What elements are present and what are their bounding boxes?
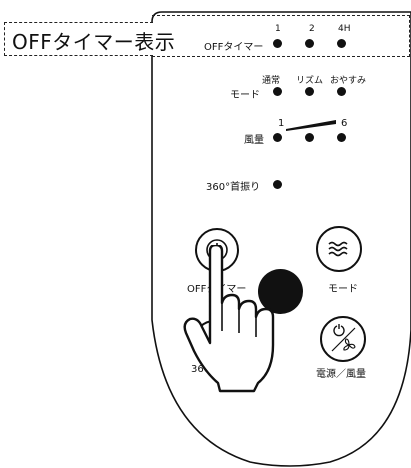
- swing-indicator-label: 360°首振り: [206, 182, 261, 193]
- pointing-hand-icon: [183, 245, 275, 393]
- timer-led-2: [305, 39, 314, 48]
- callout-box: [4, 22, 153, 56]
- wind-waves-icon: [328, 241, 348, 257]
- mode-option-normal: 通常: [262, 76, 281, 86]
- fan-speed-led-low: [273, 133, 282, 142]
- timer-led-4h: [337, 39, 346, 48]
- mode-led-normal: [273, 87, 282, 96]
- mode-button-label: モード: [328, 284, 358, 295]
- mode-button[interactable]: [316, 226, 362, 272]
- fan-speed-led-mid: [305, 133, 314, 142]
- center-button[interactable]: [258, 269, 303, 314]
- timer-indicator-highlight: [152, 15, 410, 57]
- mode-led-rhythm: [305, 87, 314, 96]
- mode-led-sleep: [337, 87, 346, 96]
- timer-indicator-label: OFFタイマー: [204, 42, 264, 53]
- timer-option-4h: 4H: [338, 24, 351, 34]
- swing-led: [273, 180, 282, 189]
- fan-speed-max: 6: [341, 118, 348, 129]
- mode-indicator-label: モード: [230, 90, 260, 101]
- fan-speed-led-high: [337, 133, 346, 142]
- fan-speed-indicator-label: 風量: [244, 135, 264, 146]
- timer-led-1: [273, 39, 282, 48]
- power-button[interactable]: [320, 316, 366, 362]
- power-fan-icon: [331, 324, 356, 352]
- fan-speed-ramp-icon: [286, 120, 336, 131]
- mode-option-rhythm: リズム: [296, 76, 324, 86]
- swing-button-label: 360: [191, 364, 211, 375]
- timer-option-2: 2: [309, 24, 315, 34]
- power-button-label: 電源／風量: [316, 369, 366, 380]
- fan-speed-min: 1: [278, 118, 285, 129]
- callout-label: OFFタイマー表示: [12, 30, 176, 54]
- mode-option-sleep: おやすみ: [330, 76, 367, 86]
- timer-option-1: 1: [275, 24, 281, 34]
